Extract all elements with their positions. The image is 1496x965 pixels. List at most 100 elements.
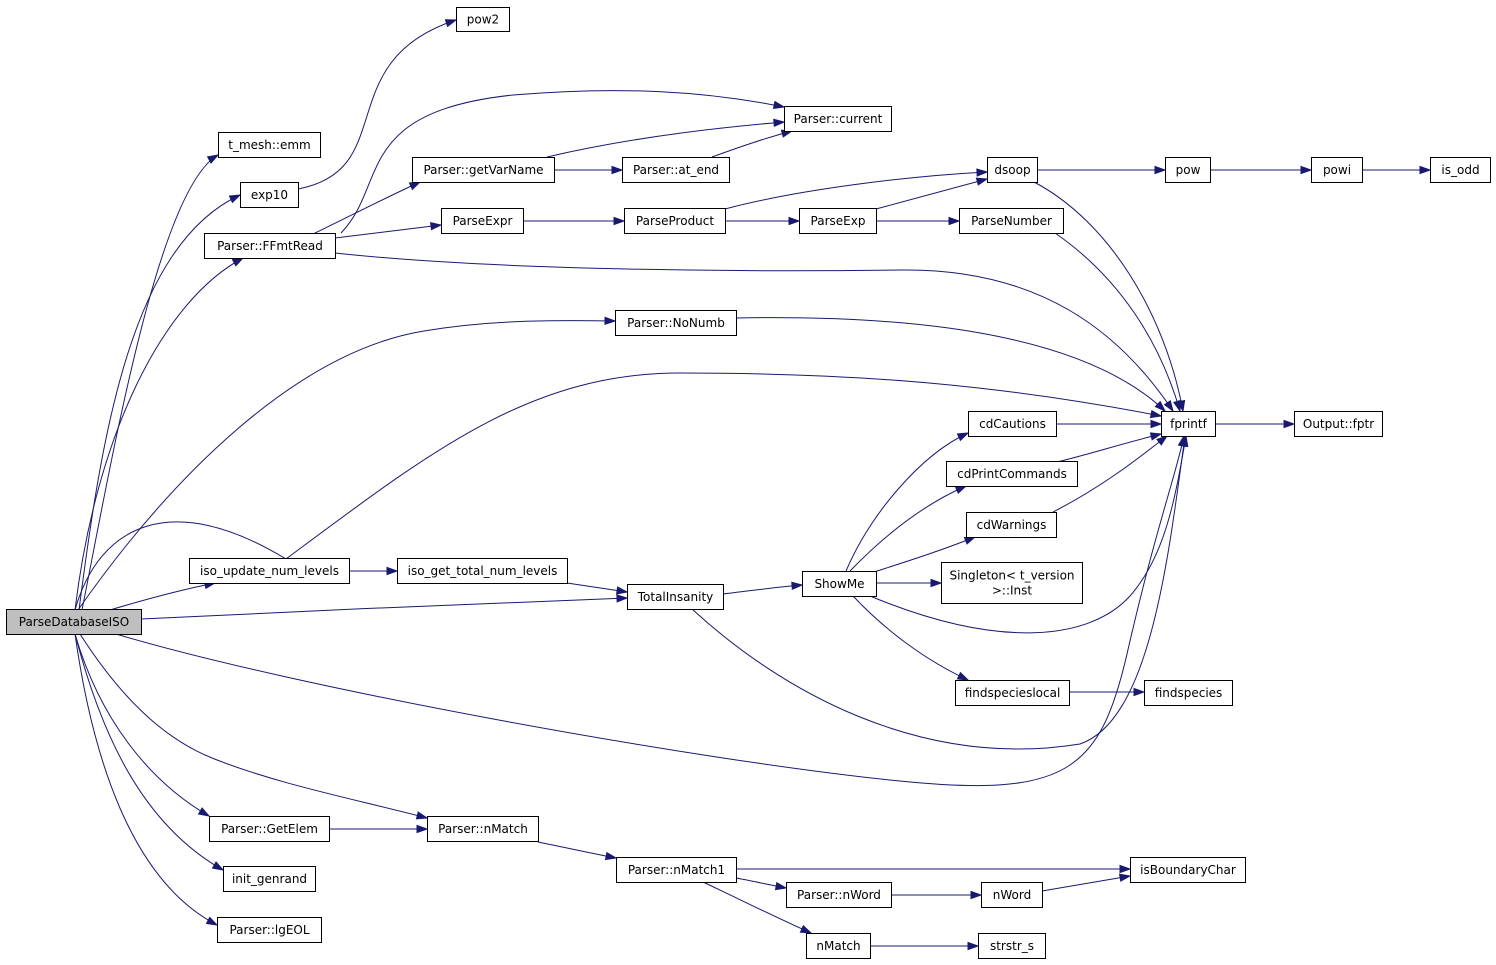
function-node-isBoundaryChar[interactable]: isBoundaryChar (1130, 857, 1246, 883)
function-node-Parser_GetElem[interactable]: Parser::GetElem (209, 816, 330, 842)
node-box (624, 208, 726, 234)
function-node-powi[interactable]: powi (1311, 157, 1363, 183)
call-edge-Parser_FFmtRead-to-Parser_current (340, 90, 786, 234)
function-node-ParseProduct[interactable]: ParseProduct (624, 208, 726, 234)
node-label: ParseNumber (971, 214, 1052, 228)
function-node-dsoop[interactable]: dsoop (987, 157, 1038, 183)
edge-line (140, 597, 628, 620)
node-box (441, 208, 524, 234)
function-node-Parser_getVarName[interactable]: Parser::getVarName (412, 157, 555, 183)
function-node-init_genrand[interactable]: init_genrand (223, 866, 316, 892)
node-box (786, 882, 892, 908)
call-edge-nWord-to-isBoundaryChar (1041, 873, 1132, 892)
arrowhead (970, 890, 983, 900)
arrowhead (1149, 409, 1163, 419)
node-label: isBoundaryChar (1140, 863, 1236, 877)
node-label: findspecies (1155, 686, 1223, 700)
arrowhead (205, 916, 219, 926)
function-node-Singleton_Inst[interactable]: Singleton< t_version>::Inst (941, 562, 1083, 604)
arrowhead (799, 924, 813, 934)
function-node-ParseExp[interactable]: ParseExp (799, 208, 877, 234)
function-node-Parser_current[interactable]: Parser::current (784, 106, 892, 132)
arrowhead (954, 485, 968, 495)
node-box (218, 132, 321, 158)
edge-line (334, 224, 442, 239)
function-node-Parser_nWord[interactable]: Parser::nWord (786, 882, 892, 908)
arrowhead (228, 194, 242, 204)
function-node-iso_update_num_levels[interactable]: iso_update_num_levels (189, 558, 350, 584)
function-node-fprintf[interactable]: fprintf (1161, 411, 1216, 437)
call-edge-findspecieslocal-to-findspecies (1069, 687, 1146, 697)
function-node-is_odd[interactable]: is_odd (1430, 157, 1491, 183)
call-edge-ParseDatabaseISO-to-iso_update_num_levels (109, 580, 217, 611)
call-edge-ShowMe-to-cdPrintCommands (849, 485, 968, 572)
node-label: Parser::nMatch (438, 822, 528, 836)
function-node-Parser_nMatch1[interactable]: Parser::nMatch1 (616, 857, 737, 883)
arrowhead (444, 19, 458, 28)
function-node-Parser_at_end[interactable]: Parser::at_end (622, 157, 730, 183)
node-label: dsoop (994, 163, 1030, 177)
node-label: pow2 (467, 13, 499, 27)
node-box (217, 917, 322, 943)
node-box (615, 310, 737, 336)
call-edge-ParseDatabaseISO-to-t_mesh_emm (81, 154, 220, 611)
edge-line (702, 881, 812, 934)
node-label: nMatch (816, 939, 860, 953)
node-box (616, 857, 737, 883)
arrowhead (930, 578, 943, 588)
node-label: ParseExpr (453, 214, 513, 228)
arrowhead (773, 118, 786, 128)
function-node-ParseDatabaseISO[interactable]: ParseDatabaseISO (6, 609, 142, 635)
function-node-nWord[interactable]: nWord (981, 882, 1043, 908)
function-node-findspecies[interactable]: findspecies (1144, 680, 1233, 706)
function-node-t_mesh_emm[interactable]: t_mesh::emm (218, 132, 321, 158)
call-edge-ParseProduct-to-dsoop (724, 168, 989, 210)
call-edge-pow-to-powi (1210, 165, 1313, 175)
node-box (223, 866, 316, 892)
call-edge-Parser_nMatch1-to-nMatch (702, 881, 813, 934)
function-node-cdWarnings[interactable]: cdWarnings (966, 512, 1057, 538)
node-label: Parser::NoNumb (627, 316, 725, 330)
function-node-exp10[interactable]: exp10 (240, 182, 299, 208)
edge-line (1041, 875, 1131, 892)
function-node-TotalInsanity[interactable]: TotalInsanity (627, 584, 724, 610)
call-edge-Parser_getVarName-to-Parser_at_end (554, 165, 624, 175)
call-edge-TotalInsanity-to-fprintf (691, 434, 1188, 750)
edge-line (77, 320, 616, 611)
function-node-strstr_s[interactable]: strstr_s (978, 933, 1046, 959)
function-node-Parser_FFmtRead[interactable]: Parser::FFmtRead (204, 233, 336, 259)
function-node-cdPrintCommands[interactable]: cdPrintCommands (946, 461, 1078, 487)
node-box (1165, 157, 1211, 183)
arrowhead (975, 177, 989, 186)
call-edge-fprintf-to-Output_fptr (1215, 419, 1296, 429)
function-node-iso_get_total_num_levels[interactable]: iso_get_total_num_levels (397, 558, 568, 584)
edge-line (1054, 232, 1181, 412)
edge-line (297, 19, 457, 190)
call-edge-dsoop-to-fprintf (1033, 181, 1186, 413)
node-label: Parser::GetElem (221, 822, 318, 836)
call-edge-Parser_FFmtRead-to-Parser_getVarName (314, 181, 422, 234)
edge-line (334, 252, 1174, 412)
function-node-nMatch[interactable]: nMatch (806, 933, 871, 959)
node-box (802, 571, 877, 597)
function-node-Output_fptr[interactable]: Output::fptr (1294, 411, 1383, 437)
function-node-Parser_NoNumb[interactable]: Parser::NoNumb (615, 310, 737, 336)
function-node-findspecieslocal[interactable]: findspecieslocal (955, 680, 1070, 706)
node-box (941, 562, 1083, 604)
node-label: ParseDatabaseISO (19, 615, 129, 629)
function-node-pow2[interactable]: pow2 (456, 7, 510, 32)
function-node-Parser_lgEOL[interactable]: Parser::lgEOL (217, 917, 322, 943)
arrowhead (1177, 434, 1186, 448)
edge-line (845, 432, 969, 572)
function-node-Parser_nMatch[interactable]: Parser::nMatch (427, 816, 539, 842)
node-box (959, 208, 1064, 234)
node-box (806, 933, 871, 959)
function-node-ParseExpr[interactable]: ParseExpr (441, 208, 524, 234)
function-node-pow[interactable]: pow (1165, 157, 1211, 183)
function-node-ParseNumber[interactable]: ParseNumber (959, 208, 1064, 234)
function-node-ShowMe[interactable]: ShowMe (802, 571, 877, 597)
node-box (981, 882, 1043, 908)
function-node-cdCautions[interactable]: cdCautions (968, 411, 1057, 437)
node-label: is_odd (1441, 163, 1479, 177)
call-edge-ParseExp-to-ParseNumber (876, 216, 961, 226)
